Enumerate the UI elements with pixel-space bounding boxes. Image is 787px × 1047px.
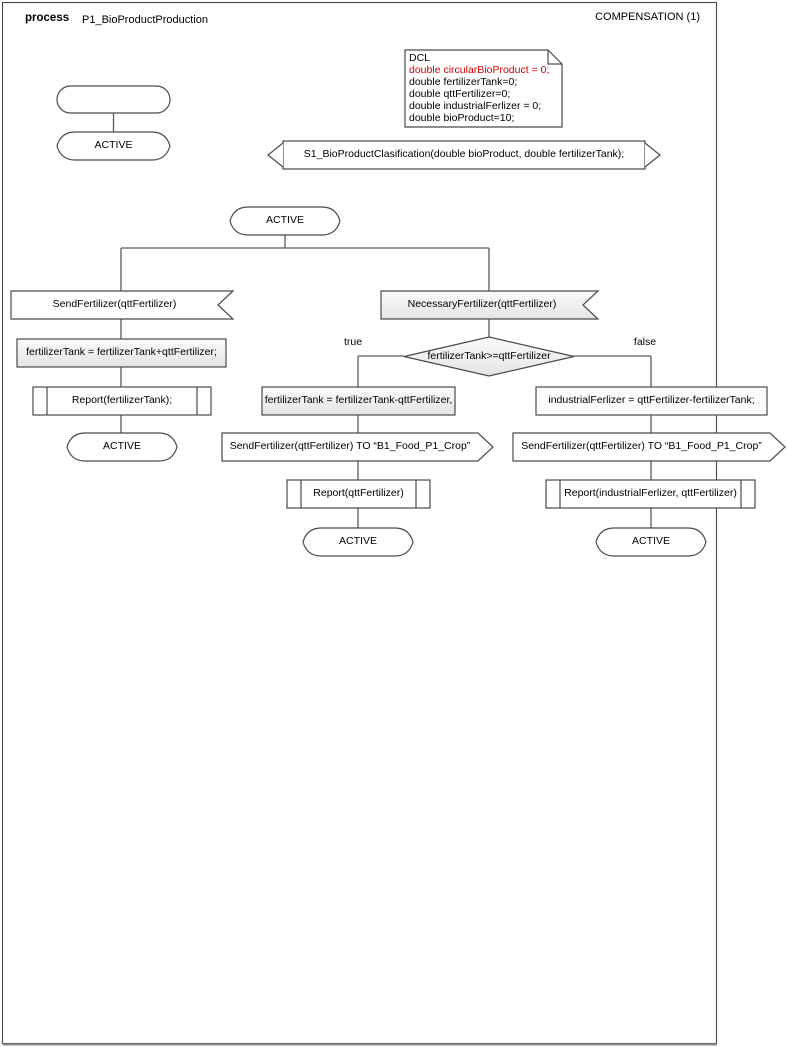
input-send-fertilizer[interactable] xyxy=(10,290,235,320)
task-industrial-fertilizer-label: industrialFerlizer = qttFertilizer-ferti… xyxy=(548,394,755,407)
procedure-report-fertilizertank[interactable] xyxy=(32,386,212,416)
decision-false-label: false xyxy=(633,336,657,349)
page-title: COMPENSATION (1) xyxy=(595,11,700,23)
state-main-label: ACTIVE xyxy=(266,214,304,227)
procedure-report-qttfertilizer[interactable] xyxy=(286,479,431,509)
input-necessary-fertilizer[interactable] xyxy=(380,290,600,320)
signal-declaration-shape[interactable] xyxy=(282,140,646,170)
input-necessary-fertilizer-label: NecessaryFertilizer(qttFertilizer) xyxy=(407,298,557,311)
procedure-report-industrial[interactable] xyxy=(545,479,756,509)
declaration-line: double industrialFerlizer = 0; xyxy=(409,100,542,112)
task-subtract-fertilizer[interactable] xyxy=(261,386,456,416)
procedure-report-fertilizertank-label: Report(fertilizerTank); xyxy=(71,394,173,407)
state-left-end[interactable] xyxy=(66,432,178,462)
process-name: P1_BioProductProduction xyxy=(82,14,208,26)
state-initial[interactable] xyxy=(56,131,171,161)
output-send-to-crop-true-label: SendFertilizer(qttFertilizer) TO “B1_Foo… xyxy=(229,440,471,453)
output-send-to-crop-false-label: SendFertilizer(qttFertilizer) TO “B1_Foo… xyxy=(521,440,762,453)
state-false-end[interactable] xyxy=(595,527,707,557)
decision-true-label: true xyxy=(343,336,363,349)
state-left-end-label: ACTIVE xyxy=(103,440,141,453)
declaration-note[interactable] xyxy=(404,49,563,128)
signal-declaration-label: S1_BioProductClasification(double bioPro… xyxy=(303,148,625,161)
process-kind-label: process xyxy=(25,12,70,24)
procedure-report-industrial-label: Report(industrialFerlizer, qttFertilizer… xyxy=(564,487,737,500)
decision-fertilizer-compare[interactable] xyxy=(403,336,575,377)
declaration-note-text: DCL double circularBioProduct = 0; doubl… xyxy=(409,52,559,124)
declaration-title: DCL xyxy=(409,52,431,64)
decision-condition-label: fertilizerTank>=qttFertilizer xyxy=(427,349,551,362)
signal-declaration-left-point xyxy=(267,142,284,168)
declaration-line: double fertilizerTank=0; xyxy=(409,76,518,88)
input-send-fertilizer-label: SendFertilizer(qttFertilizer) xyxy=(52,298,177,311)
state-false-end-label: ACTIVE xyxy=(632,535,670,548)
declaration-line: double qttFertilizer=0; xyxy=(409,88,511,100)
state-true-end[interactable] xyxy=(302,527,414,557)
declaration-line: double circularBioProduct = 0; xyxy=(409,64,550,76)
task-add-fertilizer[interactable] xyxy=(16,338,227,368)
task-subtract-fertilizer-label: fertilizerTank = fertilizerTank-qttFerti… xyxy=(264,394,453,407)
output-send-to-crop-true[interactable] xyxy=(221,432,494,462)
state-true-end-label: ACTIVE xyxy=(339,535,377,548)
declaration-note-fold xyxy=(547,50,562,65)
output-send-to-crop-false[interactable] xyxy=(512,432,786,462)
connector-group xyxy=(112,113,652,528)
signal-declaration-right-point xyxy=(644,142,661,168)
state-main[interactable] xyxy=(229,206,341,236)
procedure-report-qttfertilizer-label: Report(qttFertilizer) xyxy=(313,487,404,500)
task-add-fertilizer-label: fertilizerTank = fertilizerTank+qttFerti… xyxy=(26,346,217,359)
start-symbol[interactable] xyxy=(56,85,171,114)
task-industrial-fertilizer[interactable] xyxy=(535,386,768,416)
declaration-line: double bioProduct=10; xyxy=(409,112,515,124)
state-initial-label: ACTIVE xyxy=(94,139,133,152)
